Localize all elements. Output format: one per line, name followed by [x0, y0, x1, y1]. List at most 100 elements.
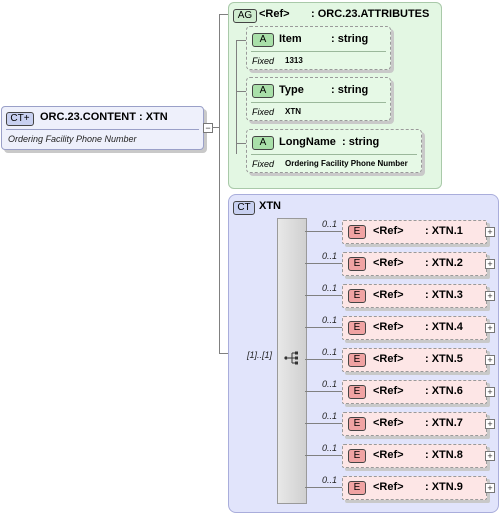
element-box[interactable]: E <Ref> : XTN.2 [342, 252, 487, 276]
element-connector [305, 295, 342, 296]
attribute-icon: A [252, 84, 274, 98]
element-icon: E [348, 321, 366, 335]
element-box[interactable]: E <Ref> : XTN.3 [342, 284, 487, 308]
element-name: : XTN.2 [425, 257, 463, 269]
element-icon: E [348, 353, 366, 367]
sequence-compositor-icon[interactable] [284, 350, 300, 366]
sequence-icon [284, 351, 298, 365]
element-connector [305, 455, 342, 456]
expand-icon[interactable]: + [485, 323, 495, 333]
element-box[interactable]: E <Ref> : XTN.8 [342, 444, 487, 468]
element-icon: E [348, 257, 366, 271]
complex-type-icon: CT [233, 201, 255, 215]
element-connector [305, 391, 342, 392]
attribute-type: : string [342, 136, 380, 148]
element-icon: E [348, 481, 366, 495]
root-element-box[interactable]: CT+ ORC.23.CONTENT : XTN Ordering Facili… [1, 106, 204, 150]
attribute-name: Item [279, 33, 302, 45]
expand-icon[interactable]: + [485, 419, 495, 429]
element-connector [305, 487, 342, 488]
element-name: : XTN.4 [425, 321, 463, 333]
element-occurrence: 0..1 [322, 315, 338, 325]
element-icon: E [348, 385, 366, 399]
root-title: ORC.23.CONTENT : XTN [40, 111, 168, 123]
element-box[interactable]: E <Ref> : XTN.6 [342, 380, 487, 404]
element-name: : XTN.8 [425, 449, 463, 461]
expand-icon[interactable]: + [485, 451, 495, 461]
fixed-value: Ordering Facility Phone Number [285, 159, 408, 168]
connector [236, 143, 246, 144]
element-ref: <Ref> [373, 289, 404, 301]
element-connector [305, 231, 342, 232]
element-occurrence: 0..1 [322, 283, 338, 293]
expand-icon[interactable]: + [485, 291, 495, 301]
element-name: : XTN.3 [425, 289, 463, 301]
attribute-group-icon: AG [233, 9, 257, 23]
attribute-icon: A [252, 136, 274, 150]
element-occurrence: 0..1 [322, 475, 338, 485]
attribute-type: : string [331, 33, 369, 45]
attribute-connector [236, 40, 237, 154]
connector [236, 40, 246, 41]
connector [236, 91, 246, 92]
attribute-divider [251, 102, 386, 103]
root-divider [6, 129, 199, 130]
complex-type-icon: CT+ [6, 112, 34, 126]
collapse-icon[interactable]: − [203, 123, 213, 133]
attribute-group-name: : ORC.23.ATTRIBUTES [311, 8, 430, 20]
attribute-name: LongName [279, 136, 336, 148]
attribute-type-box[interactable]: A Type : string Fixed XTN [246, 77, 391, 121]
element-connector [305, 359, 342, 360]
element-occurrence: 0..1 [322, 443, 338, 453]
element-name: : XTN.1 [425, 225, 463, 237]
expand-icon[interactable]: + [485, 483, 495, 493]
element-ref: <Ref> [373, 321, 404, 333]
element-occurrence: 0..1 [322, 411, 338, 421]
attribute-icon: A [252, 33, 274, 47]
element-occurrence: 0..1 [322, 347, 338, 357]
element-connector [305, 263, 342, 264]
attribute-longname[interactable]: A LongName : string Fixed Ordering Facil… [246, 129, 422, 173]
fixed-label: Fixed [252, 107, 275, 117]
attribute-group-ref: <Ref> [259, 8, 290, 20]
connector [219, 353, 229, 354]
tree-connector [219, 14, 220, 354]
element-box[interactable]: E<Ref>: XTN.7 [342, 412, 487, 436]
element-box[interactable]: E <Ref> : XTN.4 [342, 316, 487, 340]
expand-icon[interactable]: + [485, 259, 495, 269]
element-icon: E [348, 289, 366, 303]
expand-icon[interactable]: + [485, 227, 495, 237]
expand-icon[interactable]: + [485, 355, 495, 365]
element-occurrence: 0..1 [322, 219, 338, 229]
expand-icon[interactable]: + [485, 387, 495, 397]
element-icon: E [348, 449, 366, 463]
element-icon: E [348, 417, 366, 431]
attribute-item[interactable]: A Item : string Fixed 1313 [246, 26, 391, 70]
element-name: : XTN.9 [425, 481, 463, 493]
element-occurrence: 0..1 [322, 251, 338, 261]
complex-type-name: XTN [259, 200, 281, 212]
element-occurrence: 0..1 [322, 379, 338, 389]
element-ref: <Ref> [373, 225, 404, 237]
attribute-divider [251, 154, 417, 155]
attribute-name: Type [279, 84, 304, 96]
fixed-value: 1313 [285, 56, 303, 65]
fixed-label: Fixed [252, 159, 275, 169]
root-description: Ordering Facility Phone Number [8, 134, 137, 144]
attribute-type: : string [331, 84, 369, 96]
element-box[interactable]: E<Ref>: XTN.9 [342, 476, 487, 500]
fixed-label: Fixed [252, 56, 275, 66]
sequence-occurrence: [1]..[1] [247, 350, 273, 360]
fixed-value: XTN [285, 107, 301, 116]
connector [219, 14, 229, 15]
element-ref: <Ref> [373, 353, 404, 365]
element-name: : XTN.6 [425, 385, 463, 397]
element-box[interactable]: E <Ref> : XTN.5 [342, 348, 487, 372]
element-name: : XTN.5 [425, 353, 463, 365]
element-connector [305, 423, 342, 424]
element-ref: <Ref> [373, 385, 404, 397]
connector [212, 127, 220, 128]
element-box[interactable]: E<Ref>: XTN.1 [342, 220, 487, 244]
element-ref: <Ref> [373, 449, 404, 461]
element-ref: <Ref> [373, 257, 404, 269]
